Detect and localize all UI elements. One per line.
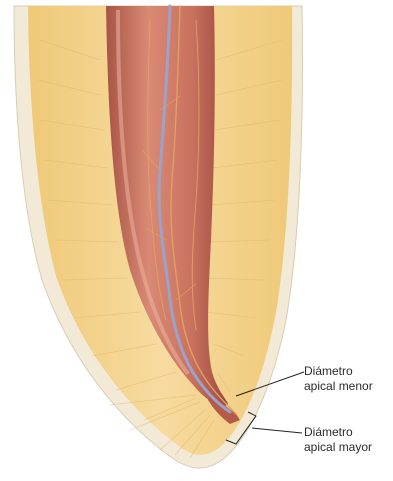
label-major-line2: apical mayor bbox=[304, 440, 372, 455]
label-minor-apical-diameter: Diámetro apical menor bbox=[304, 364, 373, 394]
label-major-line1: Diámetro bbox=[304, 425, 372, 440]
label-major-apical-diameter: Diámetro apical mayor bbox=[304, 425, 372, 455]
label-minor-line2: apical menor bbox=[304, 379, 373, 394]
leader-line-major bbox=[252, 428, 302, 433]
label-minor-line1: Diámetro bbox=[304, 364, 373, 379]
